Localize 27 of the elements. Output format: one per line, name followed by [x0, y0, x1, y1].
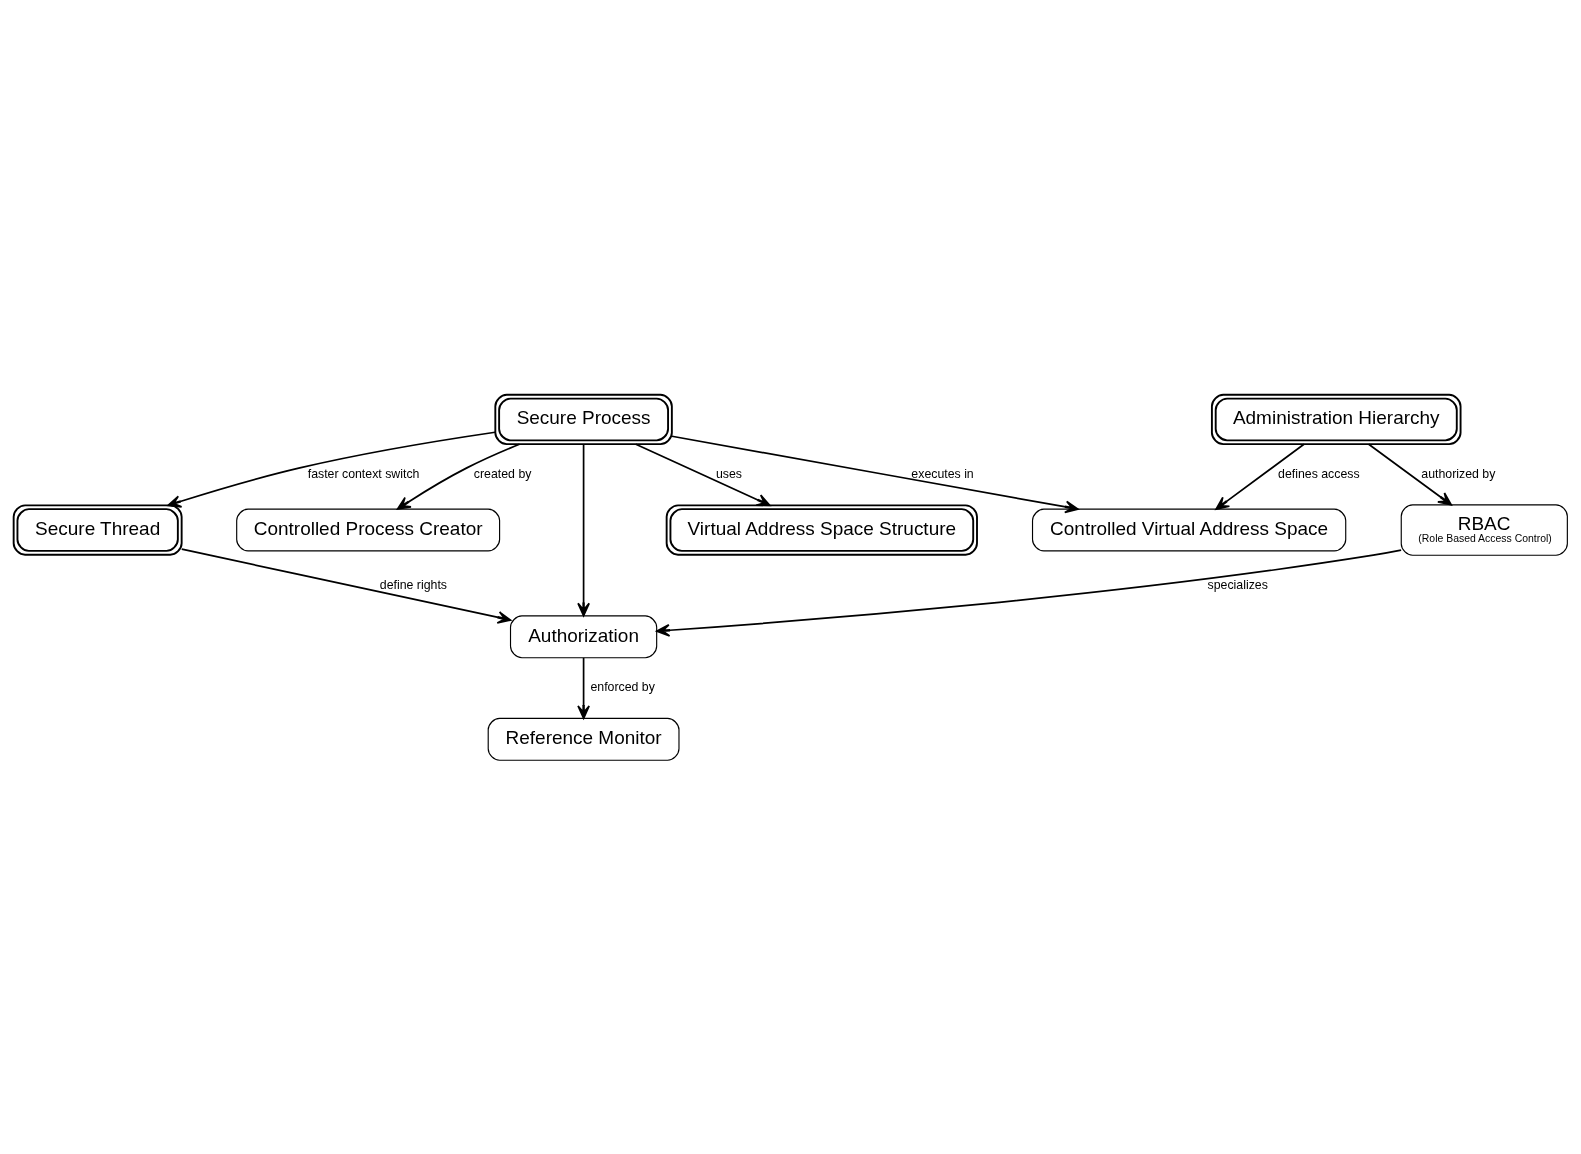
- arrow: [1215, 442, 1305, 510]
- arrow: [671, 434, 1079, 513]
- arrow: [656, 548, 1402, 637]
- node-box: RBAC (Role Based Access Control): [1400, 503, 1568, 556]
- arrow: [577, 656, 590, 719]
- arrow: [577, 442, 590, 617]
- node-box: Secure Process: [494, 393, 673, 445]
- node-box: Administration Hierarchy: [1210, 393, 1462, 445]
- edge-label: faster context switch: [307, 466, 420, 481]
- arrow: [1367, 442, 1452, 506]
- node-box: Controlled Virtual Address Space: [1031, 508, 1347, 551]
- node-box: Controlled Process Creator: [236, 508, 501, 551]
- arrow: [396, 442, 521, 510]
- edge-label: executes in: [911, 466, 974, 481]
- arrow: [635, 442, 771, 506]
- node-box: Secure Thread: [12, 503, 183, 556]
- edge-label: specializes: [1207, 577, 1268, 592]
- edge-label: created by: [473, 466, 532, 481]
- arrow: [180, 547, 512, 624]
- edge-label: define rights: [379, 577, 447, 592]
- edge-label: authorized by: [1421, 466, 1496, 481]
- node-box: Reference Monitor: [487, 717, 680, 761]
- arrow: [167, 430, 496, 508]
- edge-label: uses: [715, 466, 743, 481]
- edge-label: enforced by: [590, 679, 655, 694]
- node-box: Authorization: [509, 614, 658, 658]
- edge-label: defines access: [1278, 466, 1360, 481]
